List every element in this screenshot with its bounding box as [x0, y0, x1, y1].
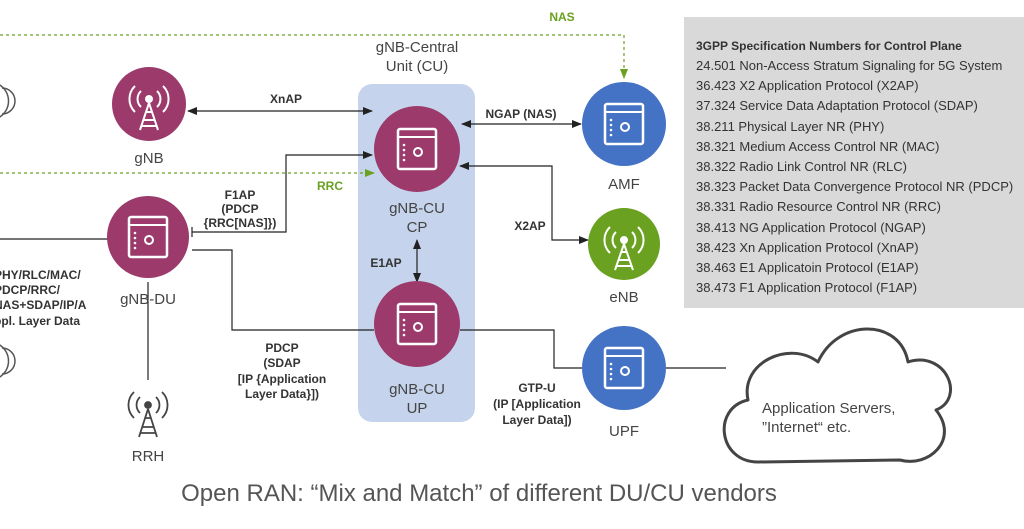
gnb-cu-cp-label-1: gNB-CU — [389, 200, 445, 217]
left-stack-label-3: NAS+SDAP/IP/A — [0, 298, 87, 312]
xnap-label: XnAP — [270, 92, 302, 106]
f1ap-label-3: {RRC[NAS]}) — [204, 216, 277, 230]
pdcp-line — [192, 249, 374, 331]
gnb-cu-cp-label-2: CP — [407, 219, 428, 236]
pdcp-label-3: [IP {Application — [238, 372, 326, 386]
spec-item: 38.322 Radio Link Control NR (RLC) — [696, 159, 907, 175]
spec-item: 38.323 Packet Data Convergence Protocol … — [696, 179, 1014, 195]
f1ap-label-2: (PDCP — [221, 202, 258, 216]
e1ap-label: E1AP — [370, 256, 401, 270]
offscreen-antenna-top-icon — [0, 84, 16, 118]
connector-lines — [0, 34, 726, 380]
spec-item: 36.423 X2 Application Protocol (X2AP) — [696, 78, 919, 94]
enb-node[interactable] — [588, 208, 660, 280]
gtpu-label-2: (IP [Application — [493, 397, 581, 411]
gnb-cu-cp-node[interactable] — [374, 106, 460, 192]
gtpu-label-3: Layer Data]) — [502, 413, 571, 427]
left-stack-label-1: PHY/RLC/MAC/ — [0, 268, 81, 282]
upf-label: UPF — [609, 423, 639, 440]
spec-panel: 3GPP Specification Numbers for Control P… — [684, 17, 1024, 308]
cloud-label-1: Application Servers, — [762, 400, 895, 417]
spec-item: 38.423 Xn Application Protocol (XnAP) — [696, 239, 919, 255]
cloud-label-2: ”Internet“ etc. — [762, 419, 851, 436]
pdcp-label-2: (SDAP — [263, 356, 300, 370]
gtpu-line — [460, 329, 582, 369]
gnb-cu-up-label-2: UP — [407, 400, 428, 417]
server-icon — [396, 302, 438, 346]
enb-label: eNB — [609, 289, 638, 306]
pdcp-label-4: Layer Data}]) — [245, 387, 319, 401]
gnb-cu-up-label-1: gNB-CU — [389, 381, 445, 398]
spec-item: 38.321 Medium Access Control NR (MAC) — [696, 138, 940, 154]
ngap-label: NGAP (NAS) — [485, 107, 556, 121]
gnb-du-node[interactable] — [107, 196, 189, 278]
central-unit-label-1: gNB-Central — [376, 39, 459, 56]
antenna-icon — [128, 85, 170, 131]
spec-item: 38.473 F1 Application Protocol (F1AP) — [696, 280, 918, 296]
spec-item: 37.324 Service Data Adaptation Protocol … — [696, 98, 978, 114]
gnb-cu-up-node[interactable] — [374, 281, 460, 367]
spec-item: 38.463 E1 Applicatoin Protocol (E1AP) — [696, 260, 919, 276]
left-stack-label-4: ppl. Layer Data — [0, 314, 80, 328]
amf-label: AMF — [608, 176, 640, 193]
server-icon — [603, 102, 645, 146]
server-icon — [396, 127, 438, 171]
central-unit-label-2: Unit (CU) — [386, 58, 449, 75]
rrc-label: RRC — [317, 179, 343, 193]
gnb-du-label: gNB-DU — [120, 291, 176, 308]
amf-node[interactable] — [582, 82, 666, 166]
x2ap-label: X2AP — [514, 219, 545, 233]
f1ap-label-1: F1AP — [225, 188, 256, 202]
spec-list: 24.501 Non-Access Stratum Signaling for … — [696, 56, 1024, 298]
server-icon — [603, 346, 645, 390]
spec-item: 38.413 NG Application Protocol (NGAP) — [696, 219, 926, 235]
rrh-antenna-icon[interactable] — [127, 391, 169, 438]
left-stack-label-2: PDCP/RRC/ — [0, 283, 61, 297]
pdcp-label-1: PDCP — [265, 341, 298, 355]
gnb-node[interactable] — [112, 67, 186, 141]
spec-item: 38.211 Physical Layer NR (PHY) — [696, 118, 885, 134]
nas-label: NAS — [549, 10, 574, 24]
f1ap-line — [192, 151, 373, 233]
spec-panel-title: 3GPP Specification Numbers for Control P… — [696, 39, 962, 53]
gnb-label: gNB — [134, 150, 163, 167]
spec-item: 38.331 Radio Resource Control NR (RRC) — [696, 199, 941, 215]
server-icon — [127, 215, 169, 259]
antenna-icon — [603, 226, 645, 271]
offscreen-antenna-bottom-icon — [0, 344, 16, 378]
x2ap-line — [459, 162, 589, 244]
nas-line — [0, 34, 628, 79]
spec-item: 24.501 Non-Access Stratum Signaling for … — [696, 58, 1003, 73]
gtpu-label-1: GTP-U — [518, 381, 555, 395]
diagram-caption: Open RAN: “Mix and Match” of different D… — [181, 480, 777, 507]
internet-cloud[interactable] — [722, 327, 953, 464]
rrh-label: RRH — [132, 448, 165, 465]
upf-node[interactable] — [582, 326, 666, 410]
